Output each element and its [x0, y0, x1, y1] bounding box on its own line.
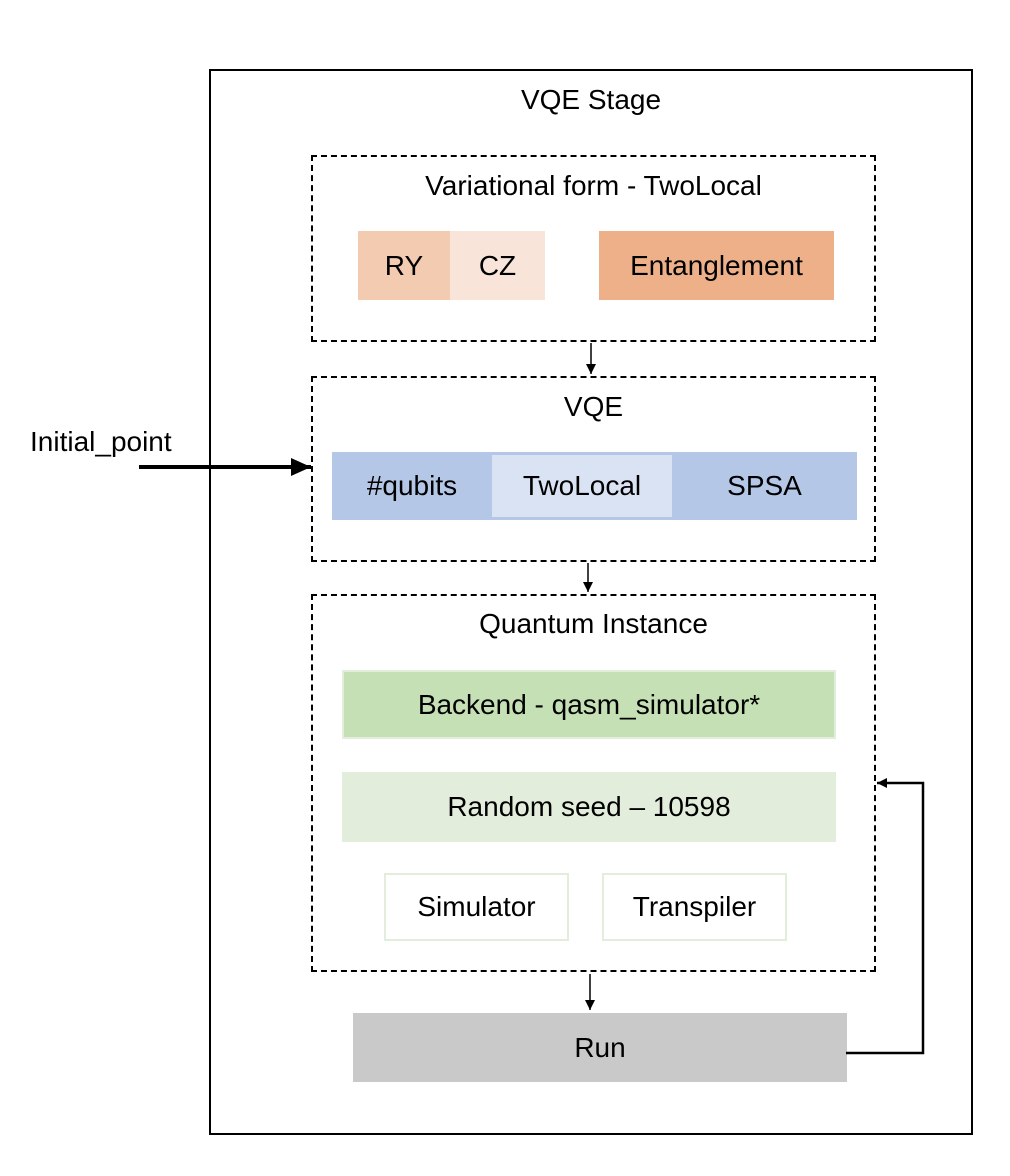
quantum-instance-title: Quantum Instance	[479, 608, 708, 639]
random-seed-cell: Random seed – 10598	[342, 772, 836, 842]
backend-cell: Backend - qasm_simulator*	[342, 670, 836, 739]
stage-title: VQE Stage	[520, 84, 662, 115]
qubits-cell: #qubits	[332, 452, 492, 520]
vqe-box	[311, 376, 876, 562]
ry-gate-cell: RY	[358, 231, 450, 300]
simulator-cell: Simulator	[384, 873, 569, 941]
arrow-run-feedback-loop	[846, 778, 925, 1055]
quantum-instance-box	[311, 594, 876, 972]
twolocal-cell: TwoLocal	[492, 455, 672, 517]
entanglement-cell: Entanglement	[599, 231, 834, 300]
vqe-title: VQE	[563, 391, 624, 422]
vqe-stage-frame	[209, 69, 973, 1135]
transpiler-cell: Transpiler	[602, 873, 787, 941]
spsa-cell: SPSA	[672, 452, 857, 520]
cz-gate-cell: CZ	[450, 231, 545, 300]
variational-form-title: Variational form - TwoLocal	[425, 170, 762, 201]
initial-point-label: Initial_point	[30, 426, 172, 457]
run-block: Run	[353, 1013, 847, 1082]
variational-form-box	[311, 155, 876, 342]
